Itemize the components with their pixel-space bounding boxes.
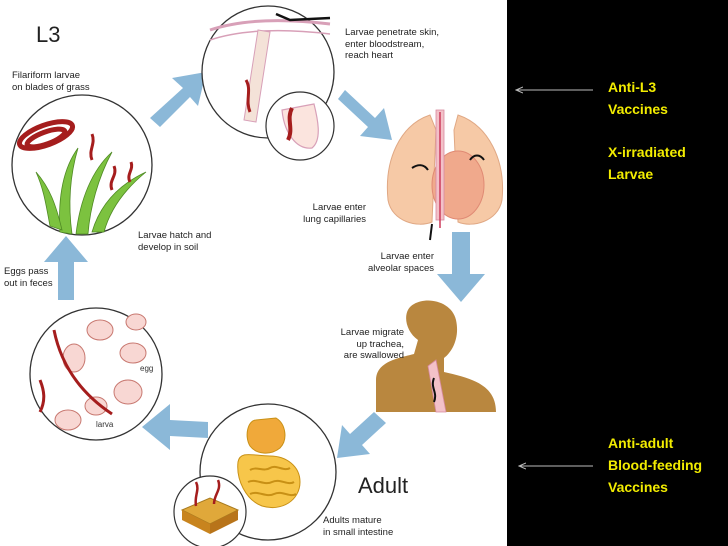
head-trachea-icon bbox=[376, 300, 496, 413]
arrow-lungs-to-trachea bbox=[437, 232, 485, 302]
intestine-circle bbox=[173, 403, 337, 546]
eggs-circle bbox=[29, 307, 163, 441]
intestinal-wall-worms-icon bbox=[180, 479, 240, 534]
lungs-icon bbox=[386, 109, 504, 241]
arrow-grass-to-skin bbox=[150, 72, 206, 127]
intestine-icon bbox=[237, 417, 301, 508]
arrow-intestine-to-feces bbox=[142, 404, 208, 450]
stage-label-adult: Adult bbox=[358, 473, 409, 498]
larvae-on-grass-icon bbox=[89, 133, 134, 191]
grass-blades-icon bbox=[35, 147, 147, 235]
label-egg: egg bbox=[140, 364, 154, 373]
x-irradiated-larvae-text: X-irradiated Larvae bbox=[608, 144, 686, 182]
cycle-arrows bbox=[44, 72, 485, 458]
arrow-skin-to-lungs bbox=[338, 90, 392, 140]
skin-layers-icon bbox=[209, 12, 331, 123]
label-alveolar: Larvae enter alveolar spaces bbox=[367, 251, 434, 274]
label-eggs: Eggs pass out in feces bbox=[4, 266, 53, 289]
larva-worm-icon bbox=[38, 329, 113, 416]
arrow-feces-to-soil bbox=[44, 236, 88, 300]
label-larva: larva bbox=[96, 420, 114, 429]
vaccine-panel bbox=[507, 0, 728, 546]
stage-label-l3: L3 bbox=[36, 22, 61, 47]
grass-circle bbox=[11, 94, 153, 236]
label-adults: Adults mature in small intestine bbox=[323, 515, 394, 538]
label-penetrate: Larvae penetrate skin, enter bloodstream… bbox=[345, 27, 440, 61]
skin-circle bbox=[201, 5, 335, 161]
label-filariform: Filariform larvae on blades of grass bbox=[12, 70, 90, 93]
arrow-trachea-to-intestine bbox=[337, 412, 386, 458]
blood-vessel-larva-icon bbox=[281, 103, 319, 149]
eggs-icon bbox=[54, 313, 147, 431]
label-trachea: Larvae migrate up trachea, are swallowed bbox=[340, 327, 404, 361]
label-hatch: Larvae hatch and develop in soil bbox=[138, 230, 212, 253]
anti-adult-vaccines-text: Anti-adult Blood-feeding Vaccines bbox=[608, 435, 703, 495]
anti-l3-vaccines-text: Anti-L3 Vaccines bbox=[608, 79, 668, 117]
label-lung-capillaries: Larvae enter lung capillaries bbox=[303, 202, 366, 225]
coiled-larva-icon bbox=[16, 119, 76, 151]
